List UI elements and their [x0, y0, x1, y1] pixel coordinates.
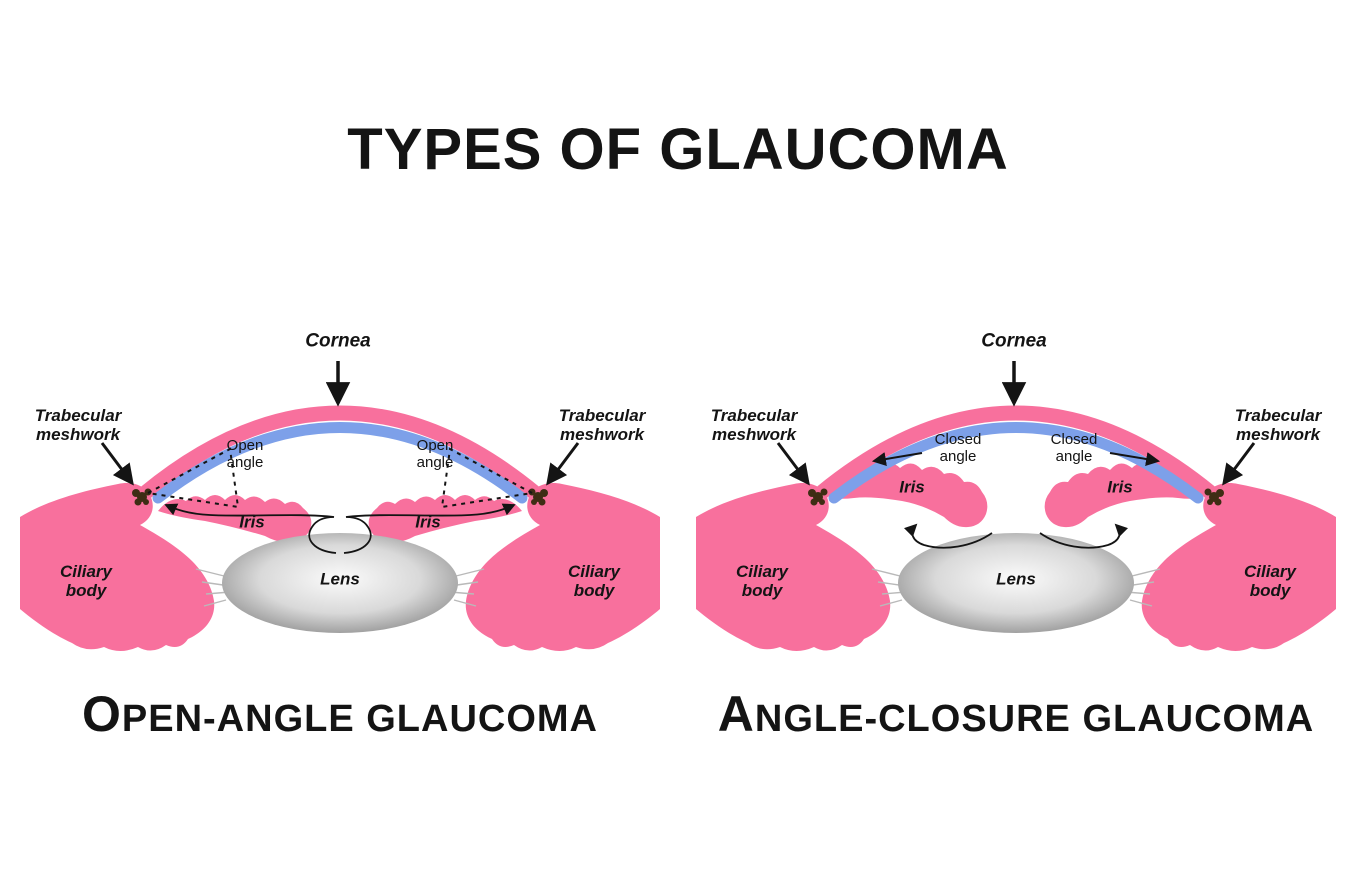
angle-closure-eye-drawing	[696, 361, 1336, 652]
ciliary-label-line2: body	[65, 581, 107, 600]
lens-shape	[898, 533, 1134, 633]
lens-label: Lens	[996, 569, 1036, 589]
ciliary-body-label-right: Ciliary body	[1244, 562, 1296, 600]
angle-closure-canvas: Cornea Trabecular meshwork Trabecular me…	[696, 321, 1336, 661]
lens-shape	[222, 533, 458, 633]
angle-label-line1: Open	[416, 437, 454, 455]
ciliary-label-line2: body	[573, 581, 615, 600]
cornea-label: Cornea	[981, 330, 1047, 352]
trabecular-label-line2: meshwork	[1235, 425, 1321, 444]
angle-closure-caption: ANGLE-CLOSURE GLAUCOMA	[717, 686, 1315, 742]
iris-label-right: Iris	[415, 512, 441, 532]
angle-label-line2: angle	[939, 448, 977, 465]
trabecular-label-line2: meshwork	[559, 425, 645, 444]
cornea-arc	[813, 405, 1219, 501]
trabecular-meshwork-label-right: Trabecular meshwork	[1235, 406, 1322, 444]
angle-label-line1: Closed	[934, 431, 982, 449]
angle-label-line2: angle	[1055, 448, 1093, 465]
trabecular-label-line1: Trabecular	[1234, 405, 1322, 425]
angle-label-line1: Closed	[1050, 431, 1098, 449]
cornea-label: Cornea	[305, 330, 371, 352]
ciliary-label-line2: body	[1249, 581, 1291, 600]
trabecular-label-line1: Trabecular	[710, 405, 798, 425]
trabecular-label-line2: meshwork	[35, 425, 121, 444]
angle-label-line2: angle	[416, 454, 454, 471]
ciliary-label-line1: Ciliary	[60, 561, 112, 581]
open-angle-label-right: Open angle	[416, 437, 454, 472]
trabecular-label-line2: meshwork	[711, 425, 797, 444]
open-angle-eye-drawing	[20, 361, 660, 652]
ciliary-label-line1: Ciliary	[1244, 561, 1296, 581]
lens-label: Lens	[320, 569, 360, 589]
open-angle-canvas: Cornea Trabecular meshwork Trabecular me…	[20, 321, 660, 661]
ciliary-label-line1: Ciliary	[736, 561, 788, 581]
iris-label-right: Iris	[1107, 477, 1133, 497]
angle-label-line1: Open	[226, 437, 264, 455]
ciliary-body-label-left: Ciliary body	[736, 562, 788, 600]
open-angle-figure: Cornea Trabecular meshwork Trabecular me…	[20, 321, 660, 743]
anterior-chamber-band	[828, 422, 1204, 504]
closed-angle-label-left: Closed angle	[934, 431, 982, 466]
page-title: TYPES OF GLAUCOMA	[347, 117, 1009, 182]
ciliary-label-line1: Ciliary	[568, 561, 620, 581]
angle-label-line2: angle	[226, 454, 264, 471]
trabecular-label-line1: Trabecular	[34, 405, 122, 425]
iris-label-left: Iris	[239, 512, 265, 532]
trabecular-label-line1: Trabecular	[558, 405, 646, 425]
open-angle-caption: OPEN-ANGLE GLAUCOMA	[81, 686, 598, 742]
trabecular-meshwork-label-left: Trabecular meshwork	[711, 406, 798, 444]
closed-angle-label-right: Closed angle	[1050, 431, 1098, 466]
anterior-chamber-band	[152, 422, 528, 504]
ciliary-body-label-right: Ciliary body	[568, 562, 620, 600]
trabecular-meshwork-label-right: Trabecular meshwork	[559, 406, 646, 444]
open-angle-label-left: Open angle	[226, 437, 264, 472]
angle-closure-figure: Cornea Trabecular meshwork Trabecular me…	[696, 321, 1336, 743]
ciliary-body-label-left: Ciliary body	[60, 562, 112, 600]
iris-label-left: Iris	[899, 477, 925, 497]
ciliary-label-line2: body	[741, 581, 783, 600]
cornea-arc	[137, 405, 543, 501]
trabecular-meshwork-label-left: Trabecular meshwork	[35, 406, 122, 444]
diagrams-row: Cornea Trabecular meshwork Trabecular me…	[0, 321, 1356, 743]
